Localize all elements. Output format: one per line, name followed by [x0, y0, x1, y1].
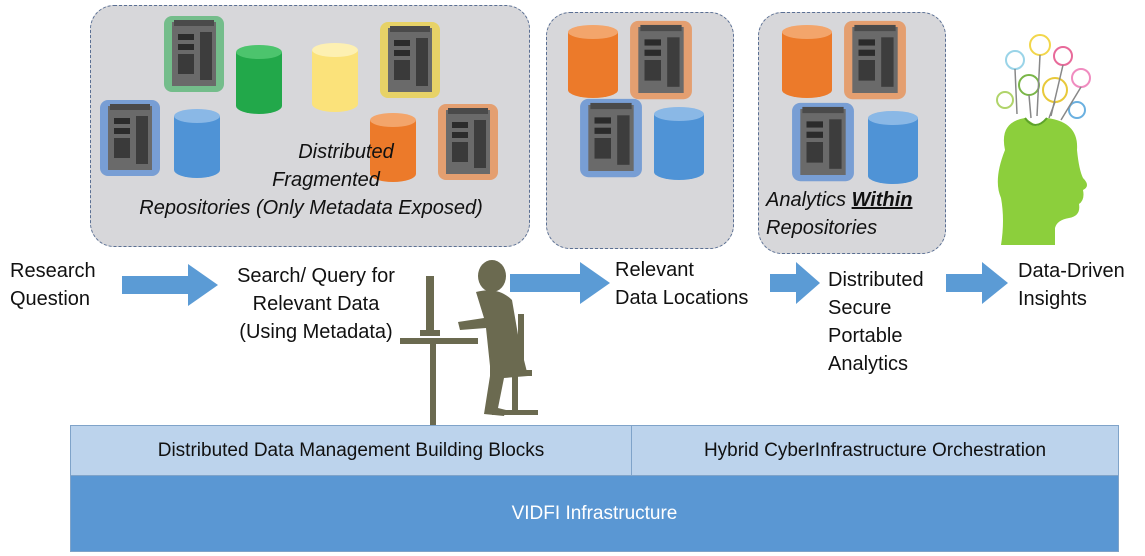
database-icon — [568, 25, 618, 98]
insights-label: Data-Driven Insights — [1018, 257, 1125, 313]
server-icon — [164, 16, 224, 92]
server-icon — [792, 102, 854, 182]
relevant-locations-line: Relevant — [615, 259, 694, 281]
insights-line: Data-Driven — [1018, 260, 1125, 282]
relevant-locations-label: Relevant Data Locations — [615, 256, 748, 312]
portable-analytics-line: Secure — [828, 297, 892, 319]
data-management-label: Distributed Data Management Building Blo… — [157, 439, 545, 461]
vidfi-infrastructure-label: VIDFI Infrastructure — [511, 502, 678, 524]
portable-analytics-label: Distributed Secure Portable Analytics — [828, 266, 924, 378]
server-icon — [100, 100, 160, 176]
repositories-label: Distributed Fragmented Repositories (Onl… — [98, 138, 524, 222]
arrow-icon — [510, 262, 610, 304]
analytics-label-line-1: Analytics Within — [766, 186, 942, 214]
search-query-line: Search/ Query for — [237, 265, 395, 287]
repositories-label-line: Repositories (Only Metadata Exposed) — [139, 197, 483, 219]
database-icon — [868, 111, 918, 184]
person-at-computer-icon — [400, 260, 538, 426]
database-icon — [312, 43, 358, 112]
analytics-label: Analytics Within Repositories — [766, 186, 942, 242]
server-icon — [630, 20, 692, 100]
research-question-label: Research Question — [10, 257, 96, 313]
relevant-locations-line: Data Locations — [615, 287, 749, 309]
analytics-label-prefix: Analytics — [766, 189, 852, 211]
database-icon — [654, 107, 704, 180]
repositories-label-line: Fragmented — [272, 169, 380, 191]
server-icon — [380, 22, 440, 98]
server-icon — [438, 104, 498, 180]
server-icon — [844, 20, 906, 100]
search-query-label: Search/ Query for Relevant Data (Using M… — [216, 262, 416, 346]
search-query-line: Relevant Data — [252, 293, 380, 315]
data-management-block: Distributed Data Management Building Blo… — [70, 425, 632, 476]
portable-analytics-line: Analytics — [828, 353, 909, 375]
research-question-line: Question — [10, 288, 91, 310]
vidfi-infrastructure-base: VIDFI Infrastructure — [70, 475, 1119, 552]
database-icon — [236, 45, 282, 114]
arrow-icon — [122, 264, 218, 306]
database-icon — [782, 25, 832, 98]
insights-line: Insights — [1018, 288, 1087, 310]
portable-analytics-line: Distributed — [828, 269, 924, 291]
server-icon — [580, 98, 642, 178]
analytics-label-emphasis: Within — [851, 189, 913, 211]
database-icon — [370, 113, 416, 182]
repositories-label-line: Distributed — [298, 141, 394, 163]
orchestration-label: Hybrid CyberInfrastructure Orchestration — [703, 439, 1047, 461]
research-question-line: Research — [10, 260, 96, 282]
orchestration-block: Hybrid CyberInfrastructure Orchestration — [631, 425, 1119, 476]
portable-analytics-line: Portable — [828, 325, 903, 347]
arrow-icon — [770, 262, 820, 304]
database-icon — [174, 109, 220, 178]
analytics-label-line-2: Repositories — [766, 217, 878, 239]
lightbulb-head-icon — [996, 34, 1091, 245]
arrow-icon — [946, 262, 1008, 304]
search-query-line: (Using Metadata) — [239, 321, 393, 343]
